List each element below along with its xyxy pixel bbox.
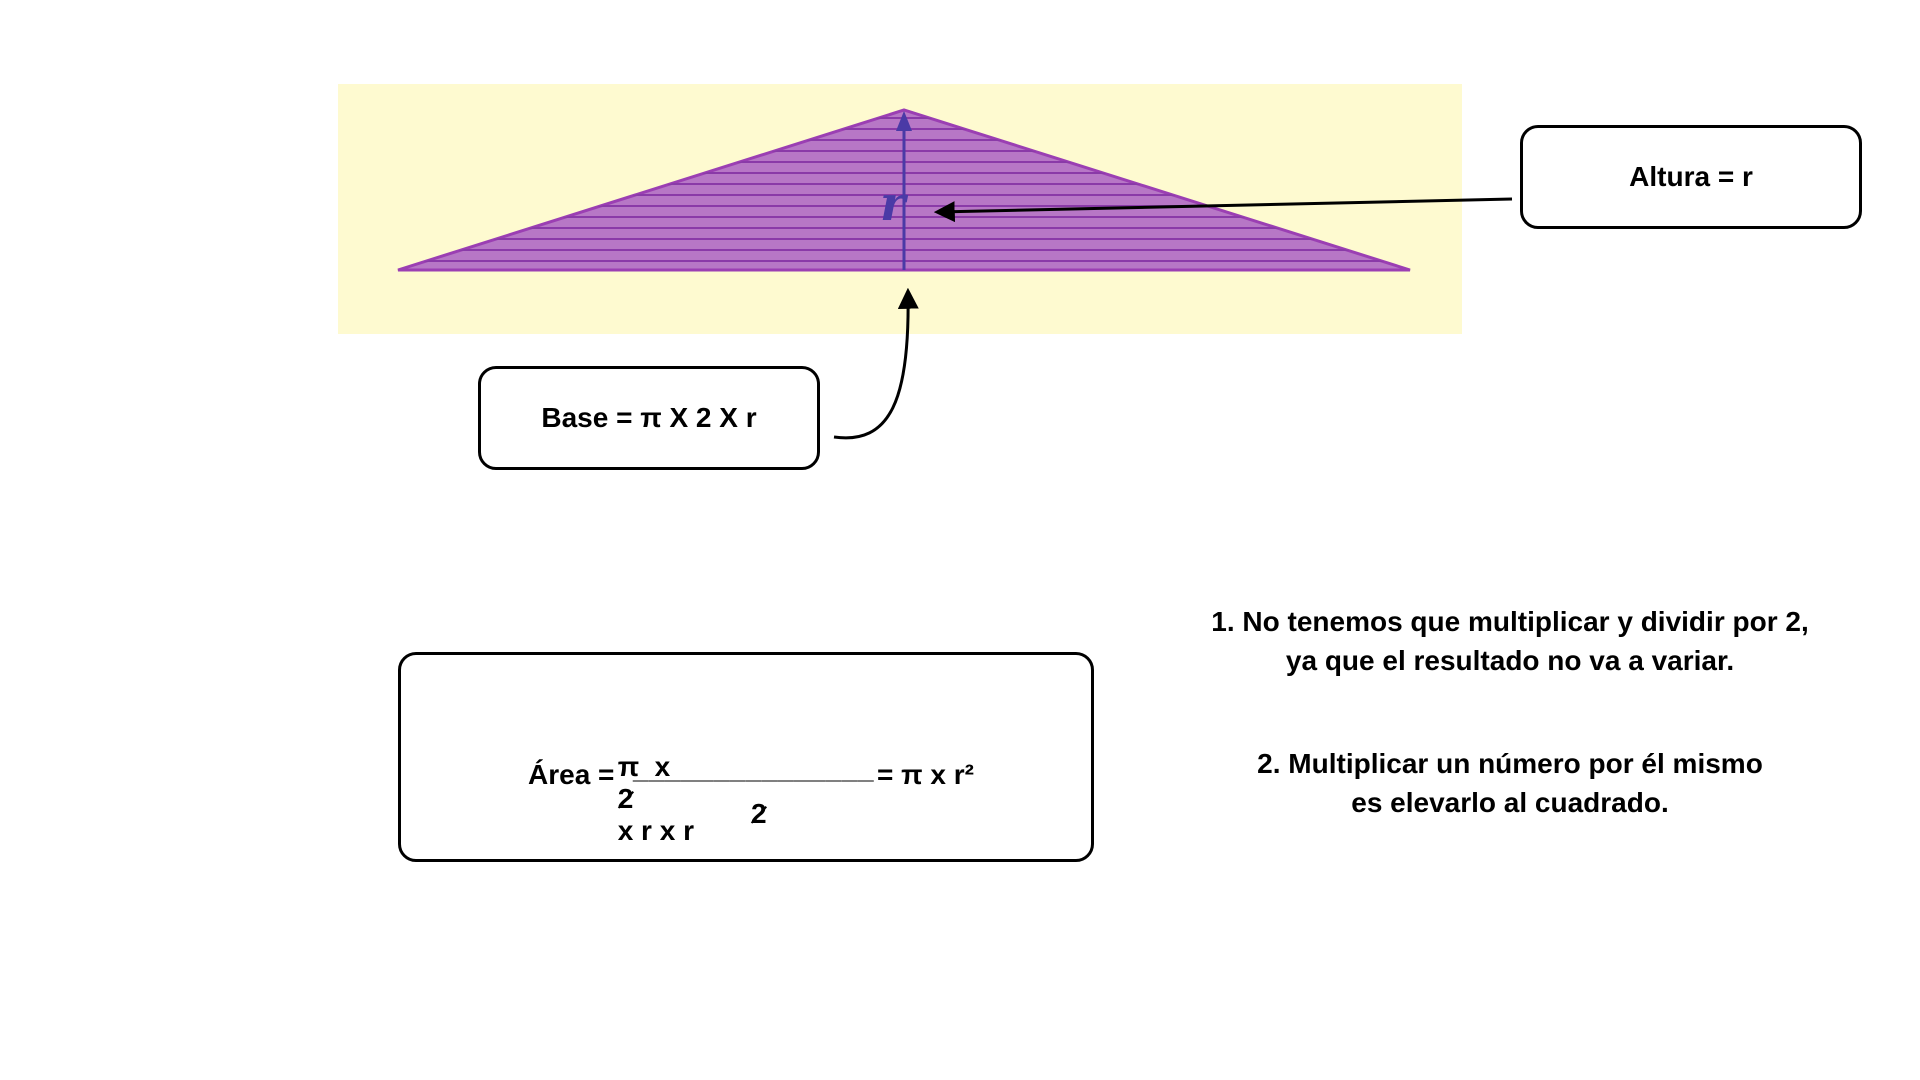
- note-1-line-2: ya que el resultado no va a variar.: [1285, 645, 1735, 676]
- note-1: 1. No tenemos que multiplicar y dividir …: [1150, 602, 1870, 680]
- area-formula: π x 2 x r x r Área = _______________ = π…: [401, 655, 1091, 859]
- base-pointer-arrow: [833, 287, 919, 440]
- area-formula-box: π x 2 x r x r Área = _______________ = π…: [398, 652, 1094, 862]
- fraction-bar: _______________: [633, 753, 875, 784]
- area-result: = π x r²: [877, 759, 974, 790]
- numerator-rest: x r x r: [617, 815, 694, 846]
- altura-box: Altura = r: [1520, 125, 1862, 229]
- area-label: Área =: [528, 759, 615, 790]
- height-label: r: [880, 176, 909, 232]
- numerator-pi: π x: [617, 751, 671, 782]
- base-text: Base = π X 2 X r: [541, 402, 757, 433]
- height-arrowhead: [896, 111, 912, 131]
- note-2-line-1: 2. Multiplicar un número por él mismo: [1257, 748, 1763, 779]
- altura-text: Altura = r: [1629, 161, 1753, 192]
- note-1-line-1: 1. No tenemos que multiplicar y dividir …: [1211, 606, 1809, 637]
- base-box: Base = π X 2 X r: [478, 366, 820, 470]
- numerator-cancelled-two: 2: [617, 783, 634, 814]
- denominator-cancelled-two: 2: [751, 798, 767, 829]
- note-2: 2. Multiplicar un número por él mismo es…: [1150, 744, 1870, 822]
- altura-pointer-arrow: [933, 197, 1513, 223]
- note-2-line-2: es elevarlo al cuadrado.: [1351, 787, 1669, 818]
